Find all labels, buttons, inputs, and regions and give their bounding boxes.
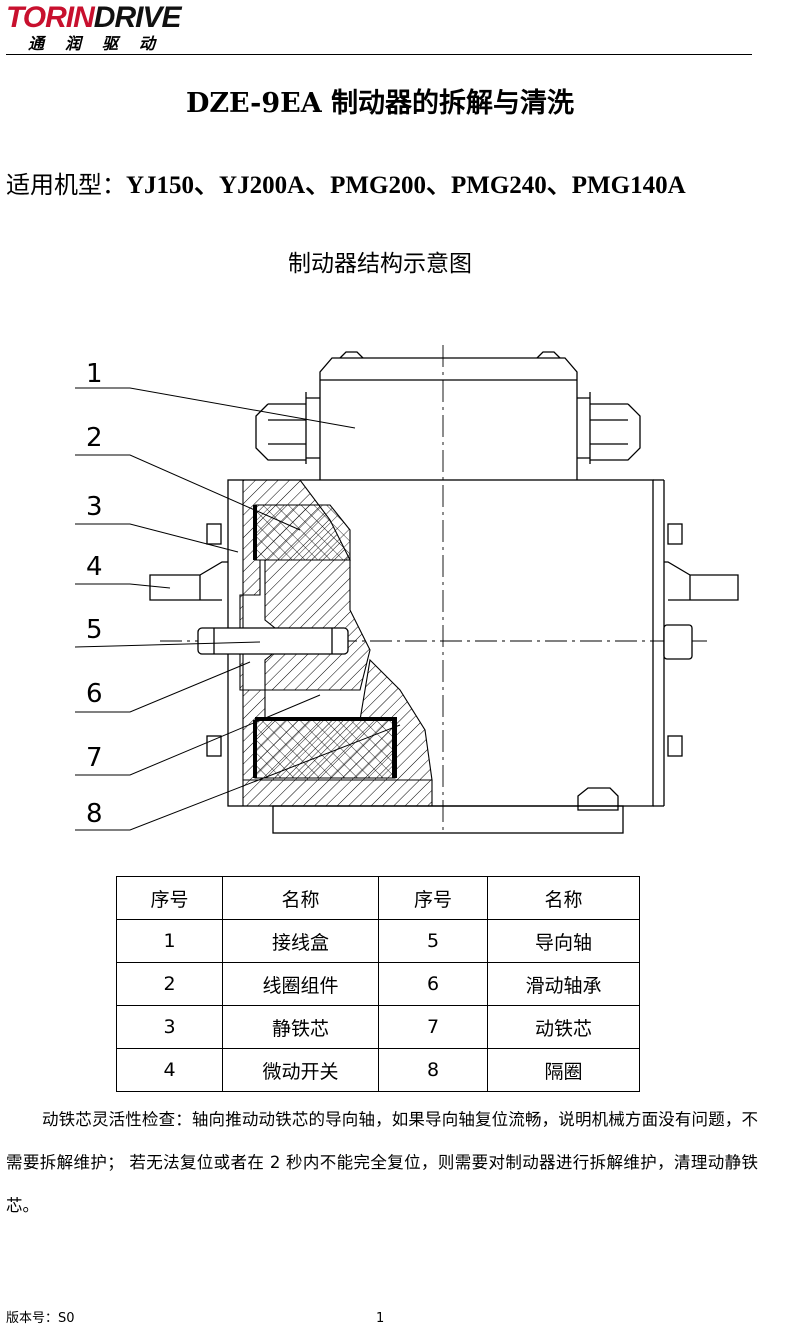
callout-3: 3 bbox=[86, 492, 103, 522]
table-cell: 6 bbox=[378, 962, 488, 1006]
table-cell: 8 bbox=[378, 1048, 488, 1092]
callout-5: 5 bbox=[86, 615, 103, 645]
callout-8: 8 bbox=[86, 799, 103, 829]
table-header-row: 序号 名称 序号 名称 bbox=[116, 876, 640, 920]
models-value: YJ150、YJ200A、PMG200、PMG240、PMG140A bbox=[126, 172, 686, 199]
logo-part-drive: DRIVE bbox=[93, 1, 182, 34]
table-cell: 线圈组件 bbox=[222, 962, 379, 1006]
callout-6: 6 bbox=[86, 679, 103, 709]
document-title: DZE-9EA 制动器的拆解与清洗 bbox=[185, 88, 575, 119]
table-cell: 隔圈 bbox=[487, 1048, 640, 1092]
table-cell: 静铁芯 bbox=[222, 1005, 379, 1049]
logo-wordmark: TORINDRIVE bbox=[6, 1, 182, 34]
table-cell: 动铁芯 bbox=[487, 1005, 640, 1049]
table-row: 2 线圈组件 6 滑动轴承 bbox=[116, 962, 640, 1006]
table-header-cell: 序号 bbox=[116, 876, 223, 920]
callout-7: 7 bbox=[86, 743, 103, 773]
callout-4: 4 bbox=[86, 552, 103, 582]
table-cell: 4 bbox=[116, 1048, 223, 1092]
callout-2: 2 bbox=[86, 423, 103, 453]
logo-subtitle: 通润驱动 bbox=[28, 34, 177, 53]
brake-structure-diagram: 1 2 3 4 5 6 7 8 bbox=[74, 345, 739, 834]
table-row: 4 微动开关 8 隔圈 bbox=[116, 1048, 640, 1092]
table-header-cell: 名称 bbox=[222, 876, 379, 920]
applicable-models: 适用机型：YJ150、YJ200A、PMG200、PMG240、PMG140A bbox=[6, 166, 686, 205]
inspection-paragraph: 动铁芯灵活性检查：轴向推动动铁芯的导向轴，如果导向轴复位流畅，说明机械方面没有问… bbox=[6, 1110, 758, 1215]
table-row: 1 接线盒 5 导向轴 bbox=[116, 919, 640, 963]
diagram-title: 制动器结构示意图 bbox=[288, 251, 472, 277]
table-cell: 2 bbox=[116, 962, 223, 1006]
table-cell: 导向轴 bbox=[487, 919, 640, 963]
company-logo: TORINDRIVE 通润驱动 bbox=[6, 2, 216, 54]
table-cell: 滑动轴承 bbox=[487, 962, 640, 1006]
table-header-cell: 序号 bbox=[378, 876, 488, 920]
version-number: 版本号：S0 bbox=[6, 1311, 75, 1326]
parts-table: 序号 名称 序号 名称 1 接线盒 5 导向轴 2 线圈组件 6 滑动轴承 3 … bbox=[116, 876, 640, 1092]
table-cell: 微动开关 bbox=[222, 1048, 379, 1092]
table-cell: 接线盒 bbox=[222, 919, 379, 963]
callout-1: 1 bbox=[86, 359, 103, 389]
table-cell: 5 bbox=[378, 919, 488, 963]
header-divider bbox=[6, 54, 752, 55]
table-cell: 3 bbox=[116, 1005, 223, 1049]
page-number: 1 bbox=[376, 1311, 385, 1326]
table-cell: 1 bbox=[116, 919, 223, 963]
models-label: 适用机型： bbox=[6, 171, 126, 199]
table-cell: 7 bbox=[378, 1005, 488, 1049]
logo-part-torin: TORIN bbox=[6, 1, 95, 34]
table-row: 3 静铁芯 7 动铁芯 bbox=[116, 1005, 640, 1049]
table-header-cell: 名称 bbox=[487, 876, 640, 920]
